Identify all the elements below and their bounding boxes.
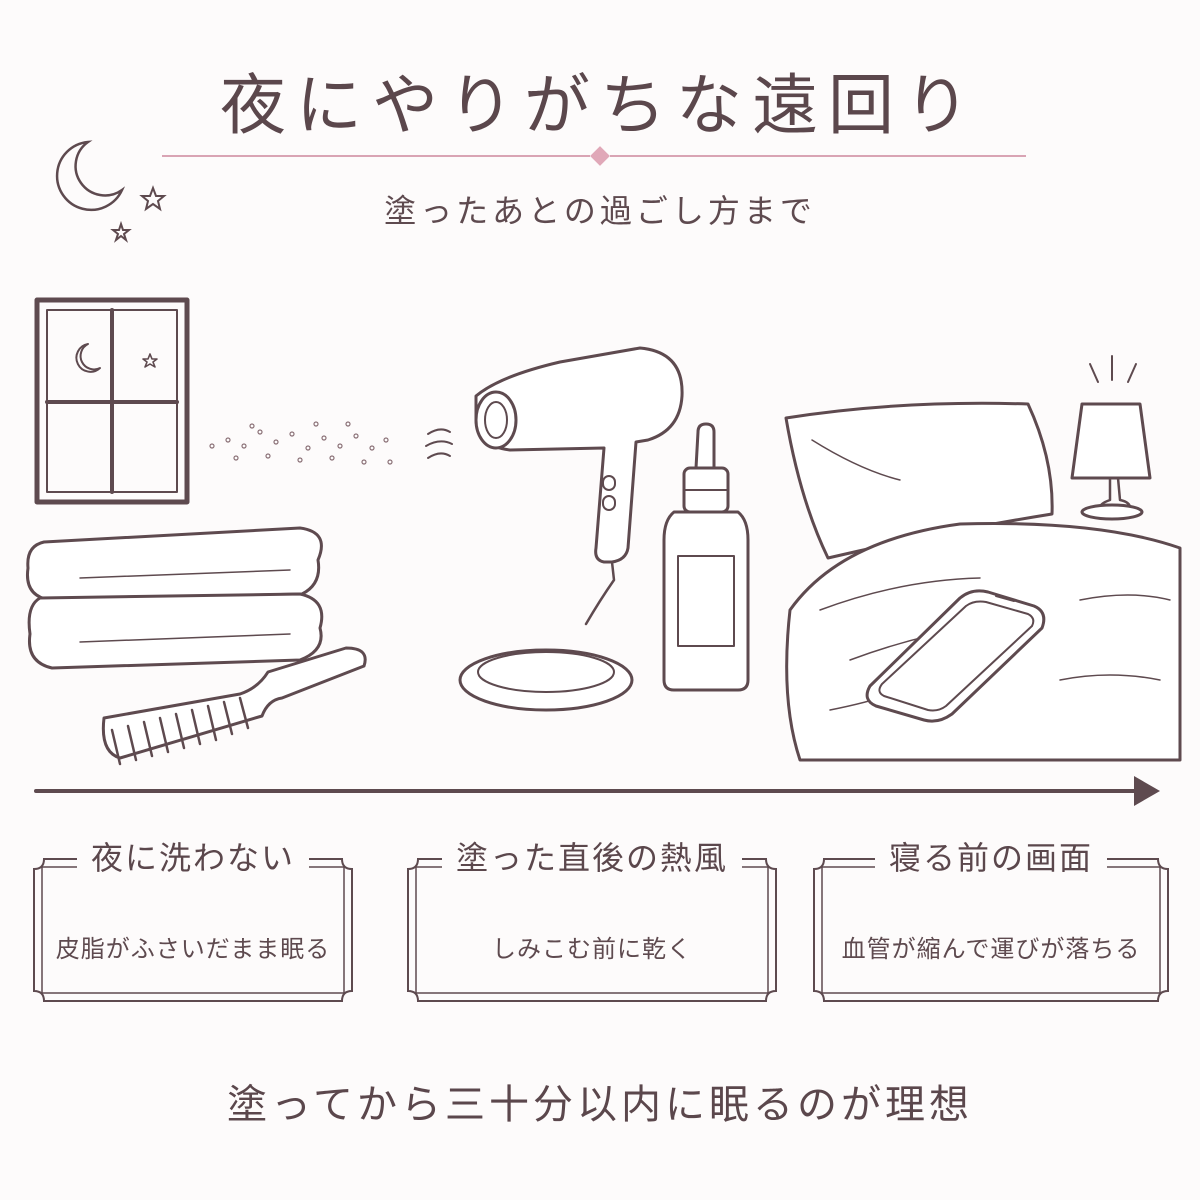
arrow-icon (34, 776, 1160, 806)
dust-particles (209, 421, 393, 465)
card-night-wash: 夜に洗わない 皮脂がふさいだまま眠る (30, 833, 356, 1003)
star-icon (110, 220, 132, 243)
page-title: 夜にやりがちな遠回り (220, 67, 980, 144)
towel-icon (25, 526, 324, 670)
smartphone-icon (865, 589, 1046, 723)
serum-bottle-icon (662, 422, 750, 692)
pillow-icon (784, 401, 1054, 560)
card-description: 血管が縮んで運びが落ちる (841, 935, 1141, 963)
dish-icon (458, 648, 634, 712)
moon-icon (55, 140, 126, 212)
footer-text: 塗ってから三十分以内に眠るのが理想 (227, 1082, 973, 1128)
subtitle: 塗ったあとの過ごし方まで (384, 192, 816, 230)
card-title: 夜に洗わない (76, 833, 310, 879)
card-title: 寝る前の画面 (874, 833, 1108, 879)
hair-dryer-icon (425, 346, 684, 626)
card-description: 皮脂がふさいだまま眠る (55, 935, 331, 963)
card-screen: 寝る前の画面 血管が縮んで運びが落ちる (810, 833, 1172, 1003)
header-decoration (55, 140, 1026, 243)
card-title: 塗った直後の熱風 (441, 833, 743, 879)
lamp-icon (1070, 355, 1152, 521)
card-hot-air: 塗った直後の熱風 しみこむ前に乾く (404, 833, 780, 1003)
comb-icon (101, 646, 367, 766)
window-icon (34, 297, 190, 505)
card-description: しみこむ前に乾く (492, 935, 692, 963)
star-icon (139, 185, 167, 212)
